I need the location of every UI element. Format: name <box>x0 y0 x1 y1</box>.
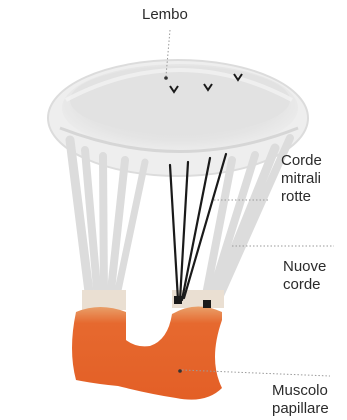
leader-dot-lembo <box>164 76 168 80</box>
papillary-muscle <box>72 306 222 399</box>
label-nuove-line-1: Nuove <box>283 258 326 276</box>
suture-knot-left <box>174 296 182 304</box>
label-nuove-corde: Nuove corde <box>283 258 326 294</box>
label-muscolo-papillare: Muscolo papillare <box>272 382 329 418</box>
label-muscolo-line-1: Muscolo <box>272 382 329 400</box>
label-corde-line-3: rotte <box>281 188 322 206</box>
label-corde-line-2: mitrali <box>281 170 322 188</box>
label-corde-mitrali-rotte: Corde mitrali rotte <box>281 152 322 206</box>
label-lembo-text: Lembo <box>142 6 188 24</box>
label-lembo: Lembo <box>142 6 188 24</box>
leader-dot-muscolo <box>178 369 182 373</box>
label-nuove-line-2: corde <box>283 276 326 294</box>
label-muscolo-line-2: papillare <box>272 400 329 418</box>
label-corde-line-1: Corde <box>281 152 322 170</box>
suture-knot-right <box>203 300 211 308</box>
